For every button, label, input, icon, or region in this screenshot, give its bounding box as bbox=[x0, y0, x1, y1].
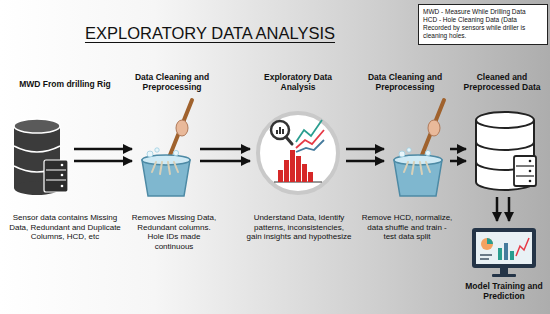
stage-description: Removes Missing Data, Redundant columns.… bbox=[128, 213, 220, 251]
icon-part bbox=[155, 148, 159, 152]
icon-part bbox=[516, 165, 534, 166]
stage-node: Model Training and Prediction bbox=[460, 222, 548, 310]
icon-part bbox=[46, 180, 66, 181]
stage-description: Remove HCD, normalize, data shuffle and … bbox=[360, 213, 454, 242]
mop-bucket-icon bbox=[142, 100, 192, 196]
icon-part bbox=[476, 112, 534, 128]
icon-part bbox=[61, 185, 64, 188]
icon-part bbox=[500, 268, 508, 274]
icon-part bbox=[510, 251, 514, 260]
stage-heading: Data Cleaning and Preprocessing bbox=[122, 72, 222, 92]
database-icon bbox=[14, 119, 68, 195]
icon-part bbox=[399, 151, 405, 157]
icon-part bbox=[481, 238, 493, 250]
flow-arrow bbox=[74, 160, 132, 163]
icon-part bbox=[296, 156, 301, 182]
icon-part bbox=[404, 162, 430, 174]
icon-part bbox=[14, 146, 60, 152]
icon-part bbox=[152, 162, 178, 174]
icon-part bbox=[258, 113, 338, 193]
icon-part bbox=[480, 258, 489, 260]
stage-description: Understand Data, Identify patterns, inco… bbox=[246, 213, 352, 242]
stage-node: MWD From drilling RigSensor data contain… bbox=[8, 70, 70, 262]
stage-description: Sensor data contains Missing Data, Redun… bbox=[4, 213, 126, 242]
note-box: MWD - Measure While Drilling DataHCD - H… bbox=[418, 4, 548, 45]
diagram-title: EXPLORATORY DATA ANALYSIS bbox=[0, 24, 420, 44]
icon-part bbox=[279, 127, 281, 134]
mop-bucket-icon bbox=[394, 100, 444, 196]
stage-heading: Cleaned and Preprocessed Data bbox=[457, 72, 547, 92]
stage-heading: MWD From drilling Rig bbox=[5, 79, 125, 89]
icon-part bbox=[516, 238, 529, 256]
icon-part bbox=[516, 175, 534, 176]
flow-arrow bbox=[200, 148, 250, 151]
flow-arrow bbox=[496, 197, 499, 221]
icon-part bbox=[302, 164, 307, 182]
flow-arrow bbox=[346, 148, 384, 151]
icon-part bbox=[476, 232, 532, 264]
stage-node: Exploratory Data AnalysisUnderstand Data… bbox=[254, 70, 342, 262]
flow-arrow bbox=[450, 148, 466, 151]
icon-part bbox=[514, 156, 536, 186]
stage-heading: Model Training and Prediction bbox=[460, 281, 548, 301]
icon-part bbox=[290, 150, 295, 182]
icon-part bbox=[147, 151, 153, 157]
stage-heading: Data Cleaning and Preprocessing bbox=[356, 72, 454, 92]
icon-part bbox=[308, 172, 313, 182]
note-text: MWD - Measure While Drilling Data bbox=[423, 8, 543, 16]
icon-part bbox=[425, 150, 430, 155]
stage-heading: Exploratory Data Analysis bbox=[248, 72, 348, 92]
icon-part bbox=[46, 170, 66, 171]
icon-part bbox=[504, 243, 508, 260]
stage-node: Data Cleaning and PreprocessingRemoves M… bbox=[136, 70, 196, 262]
analysis-icon bbox=[258, 113, 338, 193]
icon-part bbox=[61, 164, 64, 167]
icon-part bbox=[176, 120, 188, 136]
icon-part bbox=[286, 137, 292, 144]
icon-part bbox=[173, 150, 178, 155]
icon-part bbox=[14, 119, 60, 133]
icon-part bbox=[529, 170, 532, 173]
monitor-icon bbox=[472, 228, 536, 277]
icon-part bbox=[278, 170, 283, 182]
icon-part bbox=[498, 248, 502, 260]
icon-part bbox=[428, 120, 440, 136]
database-icon bbox=[476, 112, 536, 190]
icon-part bbox=[276, 130, 278, 134]
icon-part bbox=[492, 274, 516, 277]
flow-arrow bbox=[74, 148, 132, 151]
icon-part bbox=[284, 160, 289, 182]
icon-part bbox=[44, 160, 68, 192]
icon-part bbox=[476, 142, 534, 150]
flow-arrow bbox=[450, 160, 466, 163]
icon-part bbox=[61, 174, 64, 177]
icon-part bbox=[296, 120, 322, 142]
icon-part bbox=[472, 228, 536, 268]
icon-part bbox=[529, 180, 532, 183]
flow-arrow bbox=[508, 197, 511, 221]
note-text: HCD - Hole Cleaning Data (Data Recorded … bbox=[423, 16, 543, 40]
flow-arrow bbox=[200, 160, 250, 163]
icon-part bbox=[487, 238, 493, 244]
icon-part bbox=[529, 160, 532, 163]
icon-part bbox=[296, 140, 324, 152]
flow-arrow bbox=[346, 160, 384, 163]
icon-part bbox=[480, 254, 492, 256]
icon-part bbox=[407, 148, 411, 152]
icon-part bbox=[282, 129, 284, 134]
stage-node: Data Cleaning and PreprocessingRemove HC… bbox=[388, 70, 446, 262]
stage-node: Cleaned and Preprocessed Data bbox=[470, 70, 542, 194]
